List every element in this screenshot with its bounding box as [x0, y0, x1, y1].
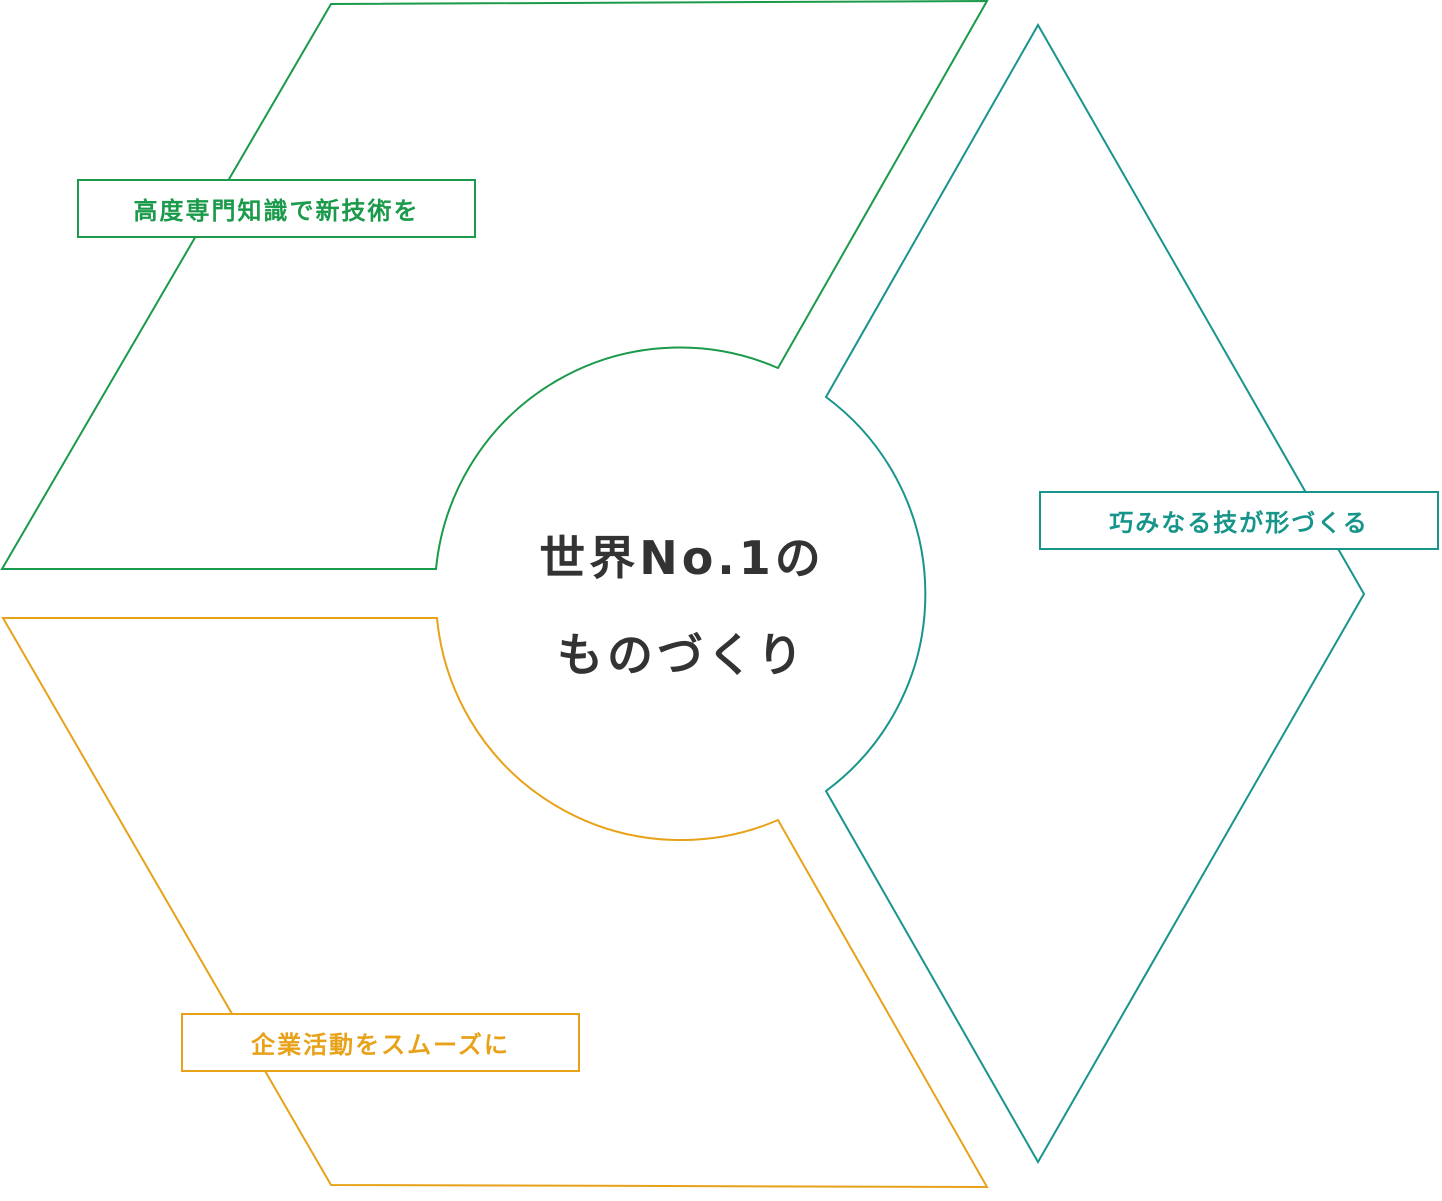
segment-label-right: 巧みなる技が形づくる: [1039, 491, 1439, 550]
center-title-line-2: ものづくり: [557, 628, 807, 682]
center-title-line-1: 世界No.1の: [539, 531, 825, 585]
segment-bottom-outline: [1, 617, 989, 1189]
segment-label-top: 高度専門知識で新技術を: [77, 179, 476, 238]
segment-label-bottom: 企業活動をスムーズに: [181, 1013, 580, 1072]
segment-top-outline: [0, 0, 989, 570]
segment-right-outline: [824, 22, 1366, 1165]
